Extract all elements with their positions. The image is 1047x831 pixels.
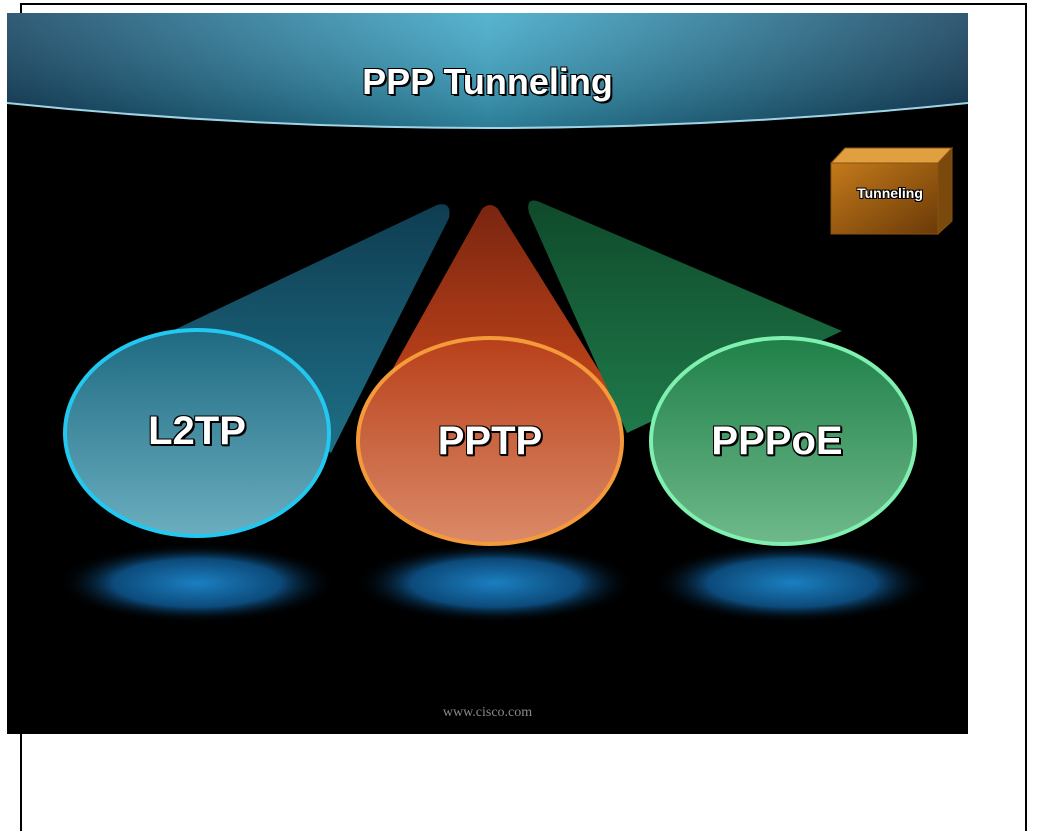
slide-graphics [7,13,968,623]
beam-pppoe [528,200,842,433]
tunneling-badge-label: Tunneling [857,185,923,201]
tunneling-box-icon [829,146,954,236]
footer-url: www.cisco.com [442,705,533,720]
slide-title: PPP Tunneling [362,61,613,102]
protocol-label-l2tp: L2TP [148,409,246,453]
frame-top-line [20,3,1027,5]
slide: PPP Tunneling Tunneling L2TP PPTP PPPoE … [7,13,968,734]
shadow-pppoe [652,543,932,623]
shadow-l2tp [57,543,337,623]
beam-l2tp [172,204,450,453]
oval-l2tp [63,328,331,538]
frame-right-line [1025,3,1027,831]
oval-pptp [356,336,624,546]
shadow-pptp [355,543,635,623]
oval-pppoe [649,336,917,546]
protocol-label-pptp: PPTP [437,419,543,463]
protocol-label-pppoe: PPPoE [711,419,843,463]
